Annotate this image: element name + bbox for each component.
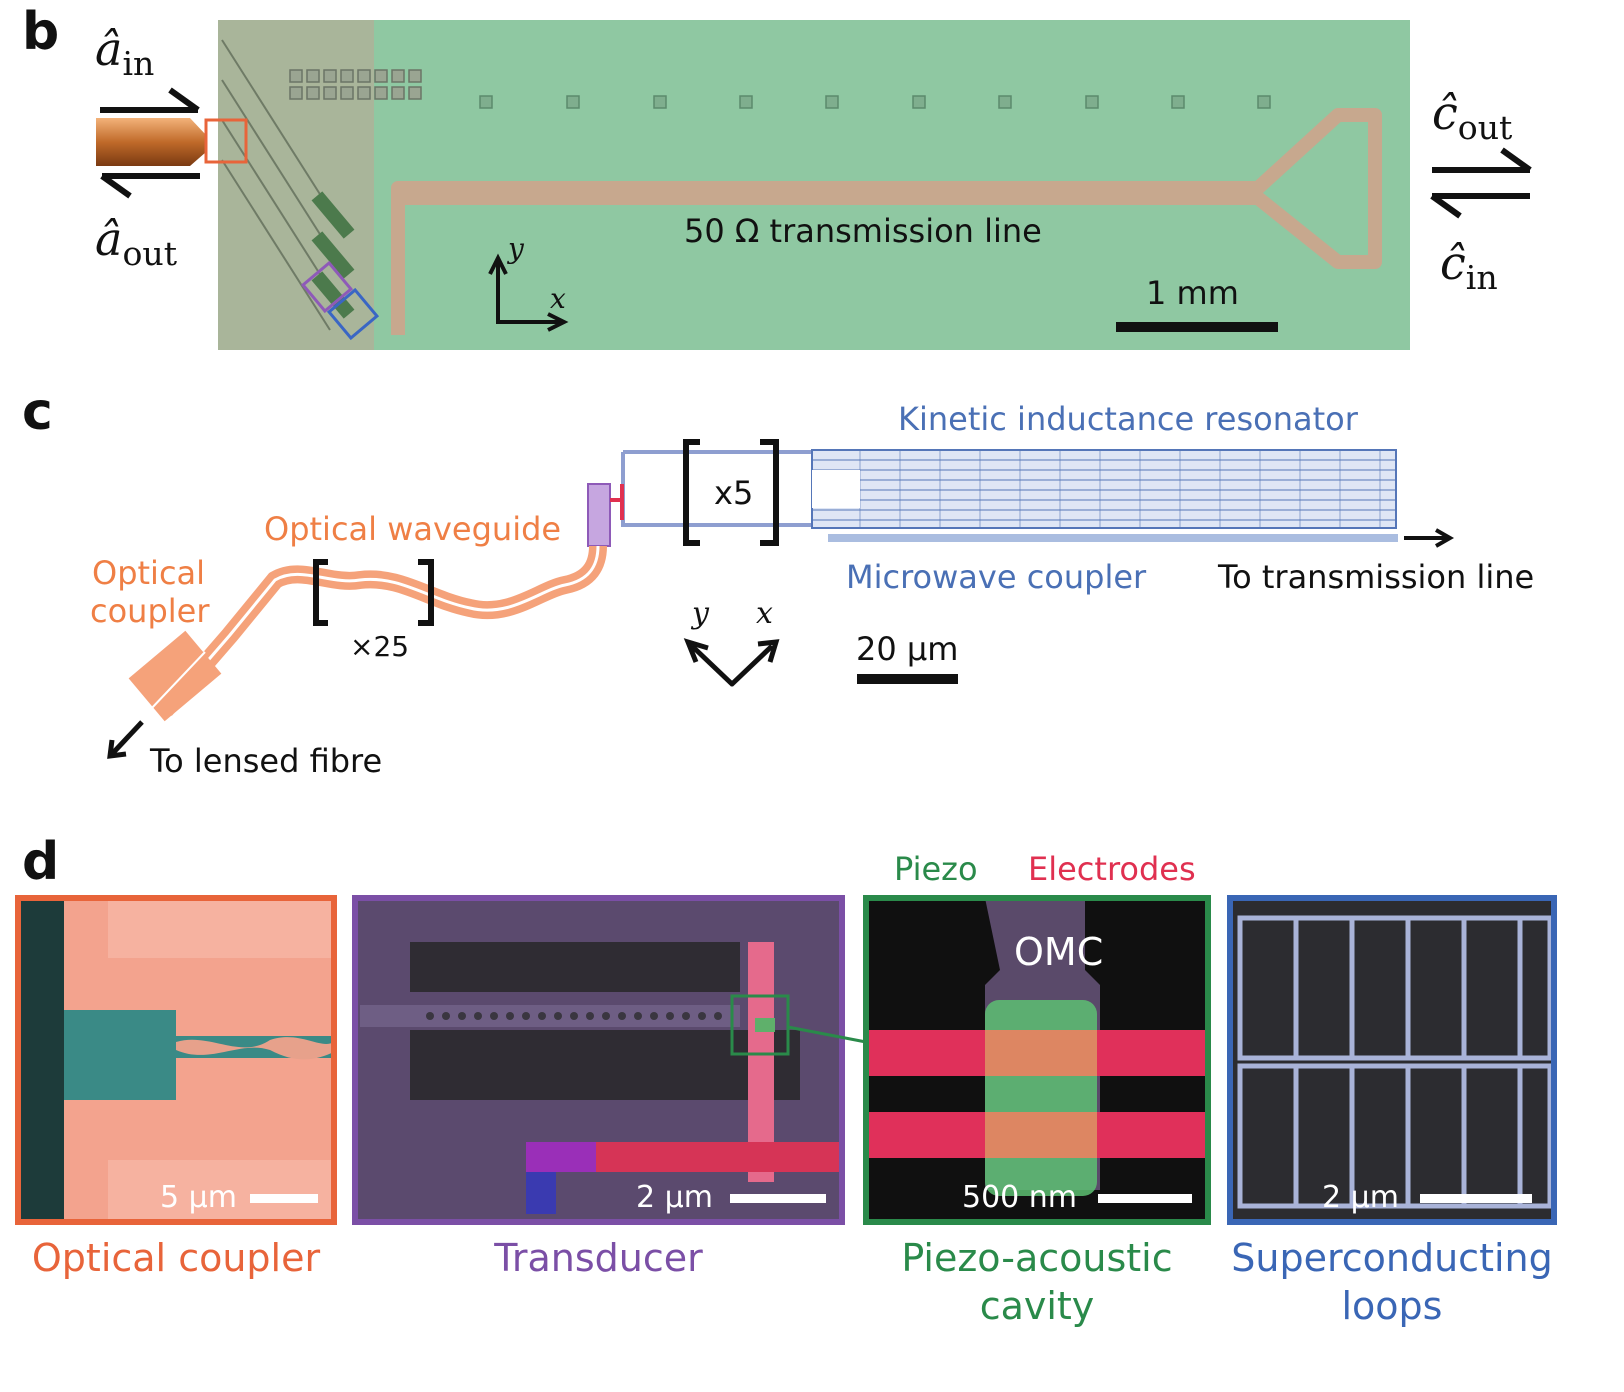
transmission-line-label: 50 Ω transmission line bbox=[684, 212, 1042, 250]
piezo-label: Piezo bbox=[894, 850, 978, 888]
scale-bar-c bbox=[857, 674, 958, 684]
a-in-label: âin bbox=[95, 22, 155, 83]
panel-d-figure bbox=[15, 895, 1557, 1225]
loops-box bbox=[326, 287, 380, 341]
to-fibre-label: To lensed fibre bbox=[150, 742, 383, 780]
electrodes-label: Electrodes bbox=[1028, 850, 1196, 888]
microwave-coupler-label: Microwave coupler bbox=[846, 558, 1147, 596]
caption-piezo-cavity: Piezo-acoustic cavity bbox=[866, 1234, 1208, 1330]
scale-bar-b bbox=[1116, 322, 1278, 332]
scale-d1-label: 5 μm bbox=[160, 1180, 237, 1215]
caption-loops-line2: loops bbox=[1341, 1284, 1443, 1328]
transducer-box bbox=[300, 260, 354, 314]
optical-waveguide-label: Optical waveguide bbox=[264, 510, 562, 548]
microwave-coupler bbox=[828, 534, 1398, 542]
scale-bar-c-label: 20 μm bbox=[856, 630, 959, 668]
axis-x-label: x bbox=[550, 282, 566, 315]
x25-brackets bbox=[313, 559, 434, 626]
caption-piezo-line1: Piezo-acoustic bbox=[901, 1236, 1173, 1280]
c-out-label: ĉout bbox=[1432, 86, 1513, 147]
transmission-line bbox=[391, 108, 1382, 335]
panel-d1-image bbox=[15, 895, 337, 1225]
x5-brackets bbox=[683, 439, 779, 546]
panel-d-label: d bbox=[22, 832, 60, 892]
caption-piezo-line2: cavity bbox=[979, 1284, 1095, 1328]
lensed-fibre bbox=[96, 118, 206, 166]
transducer-pad bbox=[587, 483, 611, 547]
panel-b-label: b bbox=[22, 2, 60, 62]
caption-superconducting-loops: Superconducting loops bbox=[1230, 1234, 1554, 1330]
optical-coupler-label-1: Optical bbox=[92, 554, 206, 592]
scale-d3-label: 500 nm bbox=[962, 1180, 1078, 1215]
resonator-notch bbox=[812, 470, 860, 508]
axes-b bbox=[488, 253, 569, 332]
scale-bar-b-label: 1 mm bbox=[1146, 274, 1239, 312]
resonator-frame bbox=[621, 450, 812, 527]
panel-b-figure bbox=[96, 20, 1532, 350]
axis-c-x-label: x bbox=[756, 596, 773, 631]
kinetic-resonator bbox=[811, 449, 1397, 529]
panel-d4-image bbox=[1227, 895, 1557, 1225]
x5-label: x5 bbox=[714, 474, 754, 512]
to-transmission-label: To transmission line bbox=[1218, 558, 1535, 596]
c-in-label: ĉin bbox=[1440, 236, 1498, 297]
caption-optical-coupler: Optical coupler bbox=[31, 1236, 321, 1280]
panel-c-label: c bbox=[22, 382, 53, 442]
panel-c-figure bbox=[107, 439, 1455, 759]
panel-d3-image bbox=[863, 895, 1211, 1225]
optical-coupler-pad bbox=[128, 630, 222, 722]
axes-c bbox=[683, 638, 780, 687]
optical-waveguide bbox=[158, 545, 607, 716]
omc-label: OMC bbox=[1014, 930, 1104, 974]
optical-coupler-label-2: coupler bbox=[90, 592, 210, 630]
scale-d4-label: 2 μm bbox=[1322, 1180, 1399, 1215]
caption-transducer: Transducer bbox=[494, 1236, 703, 1280]
kinetic-label: Kinetic inductance resonator bbox=[898, 400, 1358, 438]
axis-c-y-label: y bbox=[692, 596, 709, 631]
a-out-label: âout bbox=[95, 212, 178, 273]
waveguide-pads bbox=[311, 191, 355, 319]
x25-label: ×25 bbox=[350, 630, 410, 663]
optical-coupler-box bbox=[204, 118, 248, 164]
axis-y-label: y bbox=[508, 232, 524, 265]
caption-loops-line1: Superconducting bbox=[1231, 1236, 1553, 1280]
scale-d2-label: 2 μm bbox=[636, 1180, 713, 1215]
panel-d2-image bbox=[352, 895, 845, 1225]
